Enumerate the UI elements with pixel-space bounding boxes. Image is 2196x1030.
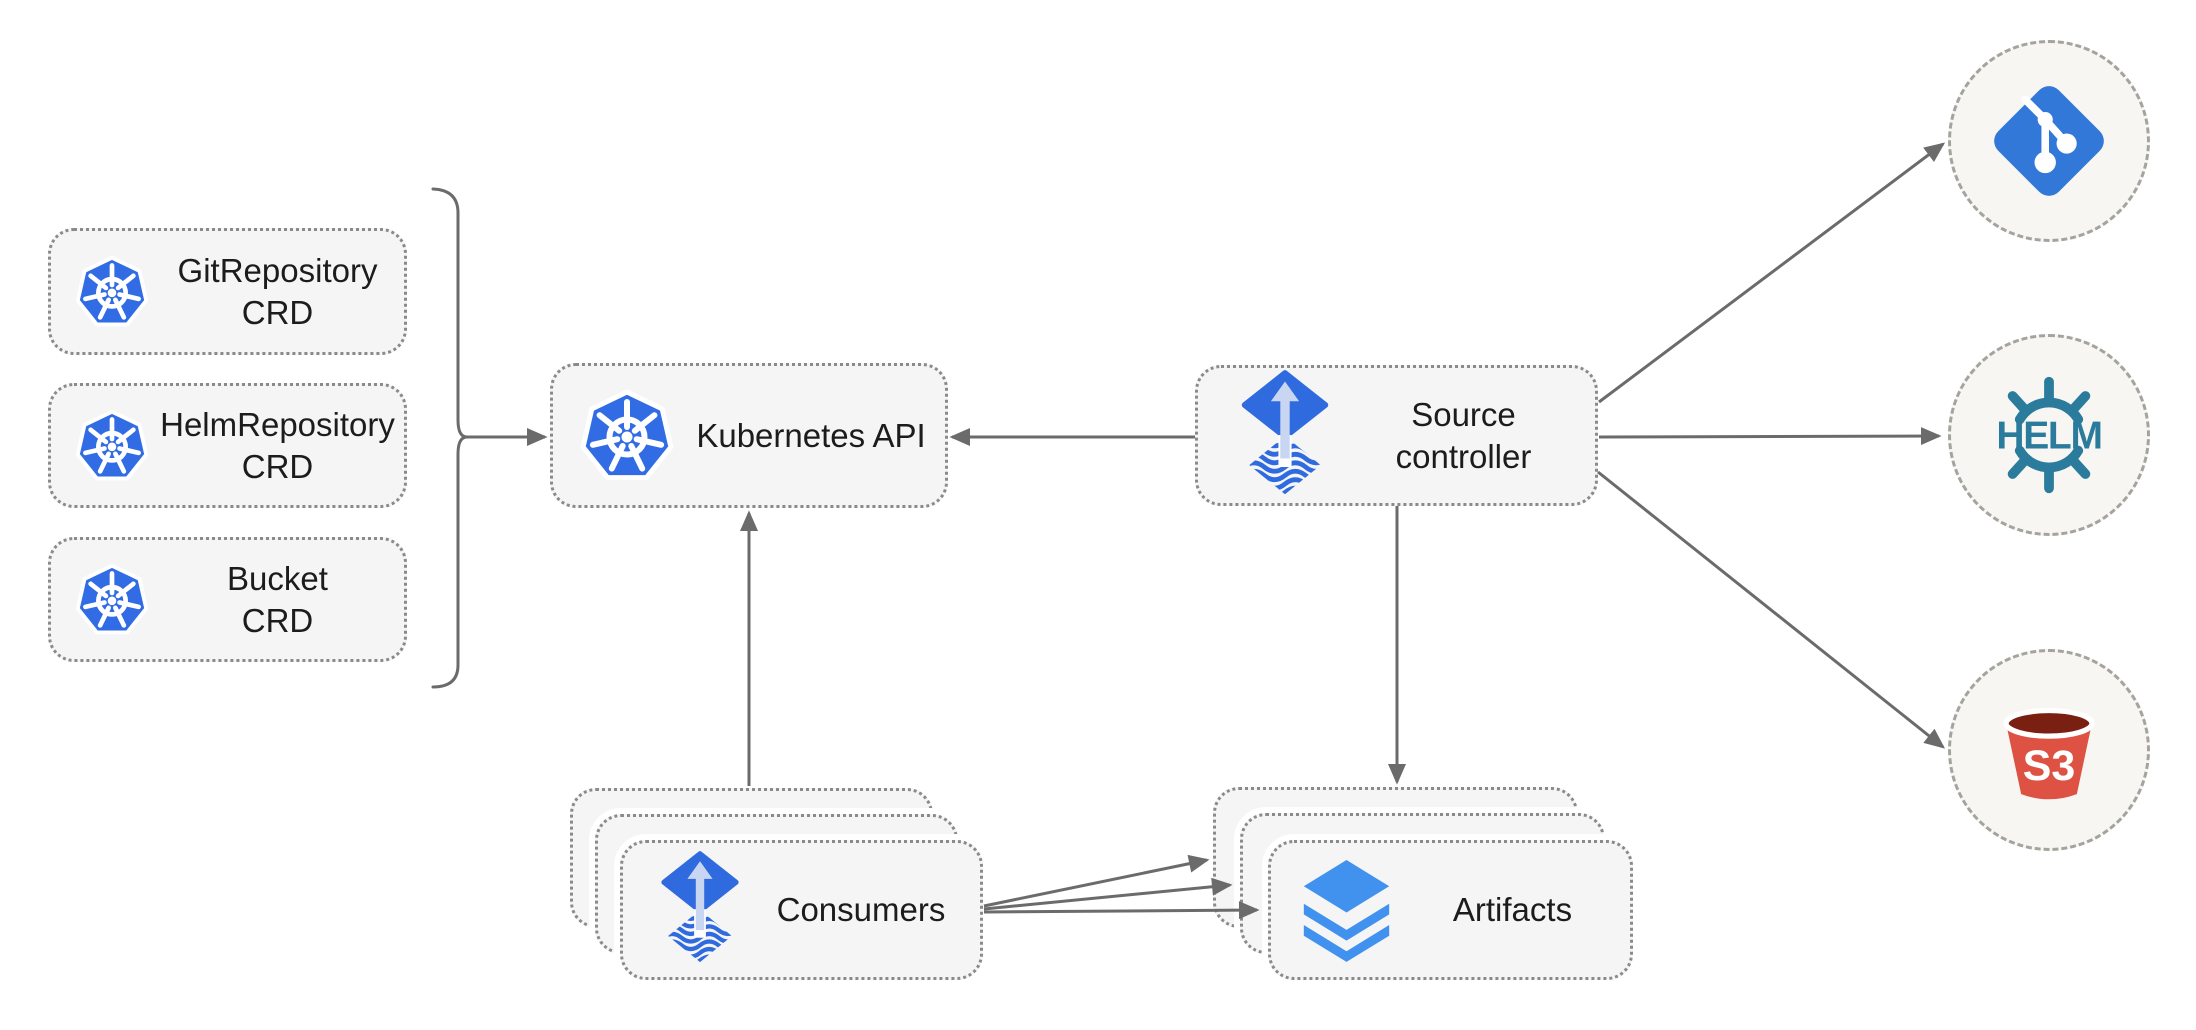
edge-consumers-to-artifacts-2 [983, 877, 1233, 911]
kubernetes-icon [73, 561, 151, 639]
node-label-line1: GitRepository [177, 251, 378, 289]
node-label-line1: Consumers [776, 891, 946, 928]
kubernetes-icon [73, 253, 151, 331]
edge-consumers-to-artifacts-1 [983, 854, 1210, 908]
node-bucket-crd: Bucket CRD [48, 537, 407, 662]
node-consumers: Consumers [620, 840, 983, 980]
node-kubernetes-api: Kubernetes API [550, 363, 948, 508]
node-label-line2: CRD [241, 447, 314, 485]
node-label-line2: controller [1395, 437, 1532, 475]
node-git-repository-crd: GitRepository CRD [48, 228, 407, 355]
kubernetes-icon [577, 386, 677, 486]
node-label-line1: Artifacts [1452, 891, 1573, 928]
node-s3-source: S3 [1948, 649, 2150, 851]
edge-source-controller-to-s3 [1597, 470, 1946, 749]
node-label-line2: CRD [241, 601, 314, 639]
node-source-controller: Source controller [1195, 365, 1598, 506]
flux-icon [1238, 370, 1332, 502]
crd-group-brace [431, 187, 468, 689]
git-icon [1994, 86, 2104, 196]
node-label: Source controller [1332, 394, 1595, 478]
node-label: Consumers [742, 889, 980, 931]
kubernetes-icon [73, 407, 151, 485]
node-label-line2: CRD [241, 293, 314, 331]
node-label: Artifacts [1395, 889, 1630, 931]
edge-source-controller-to-helm [1598, 427, 1942, 446]
helm-icon: HELM [1996, 376, 2103, 494]
node-label: GitRepository CRD [151, 250, 404, 334]
node-helm-source: HELM [1948, 334, 2150, 536]
s3-icon: S3 [2003, 707, 2095, 800]
node-label-line1: Source [1411, 395, 1516, 433]
node-label: Bucket CRD [151, 558, 404, 642]
node-git-source [1948, 40, 2150, 242]
helm-wordmark: HELM [1996, 415, 2101, 458]
edge-source-controller-to-git [1598, 142, 1946, 404]
node-label: Kubernetes API [677, 415, 945, 457]
s3-wordmark: S3 [2023, 742, 2075, 790]
node-helm-repository-crd: HelmRepository CRD [48, 383, 407, 508]
node-artifacts: Artifacts [1268, 840, 1633, 980]
flux-icon [658, 851, 742, 969]
layers-icon [1298, 858, 1395, 963]
node-label-line1: HelmRepository [160, 405, 395, 443]
node-label: HelmRepository CRD [151, 404, 404, 488]
node-label-line1: Kubernetes API [696, 416, 926, 454]
node-label-line1: Bucket [227, 559, 328, 597]
